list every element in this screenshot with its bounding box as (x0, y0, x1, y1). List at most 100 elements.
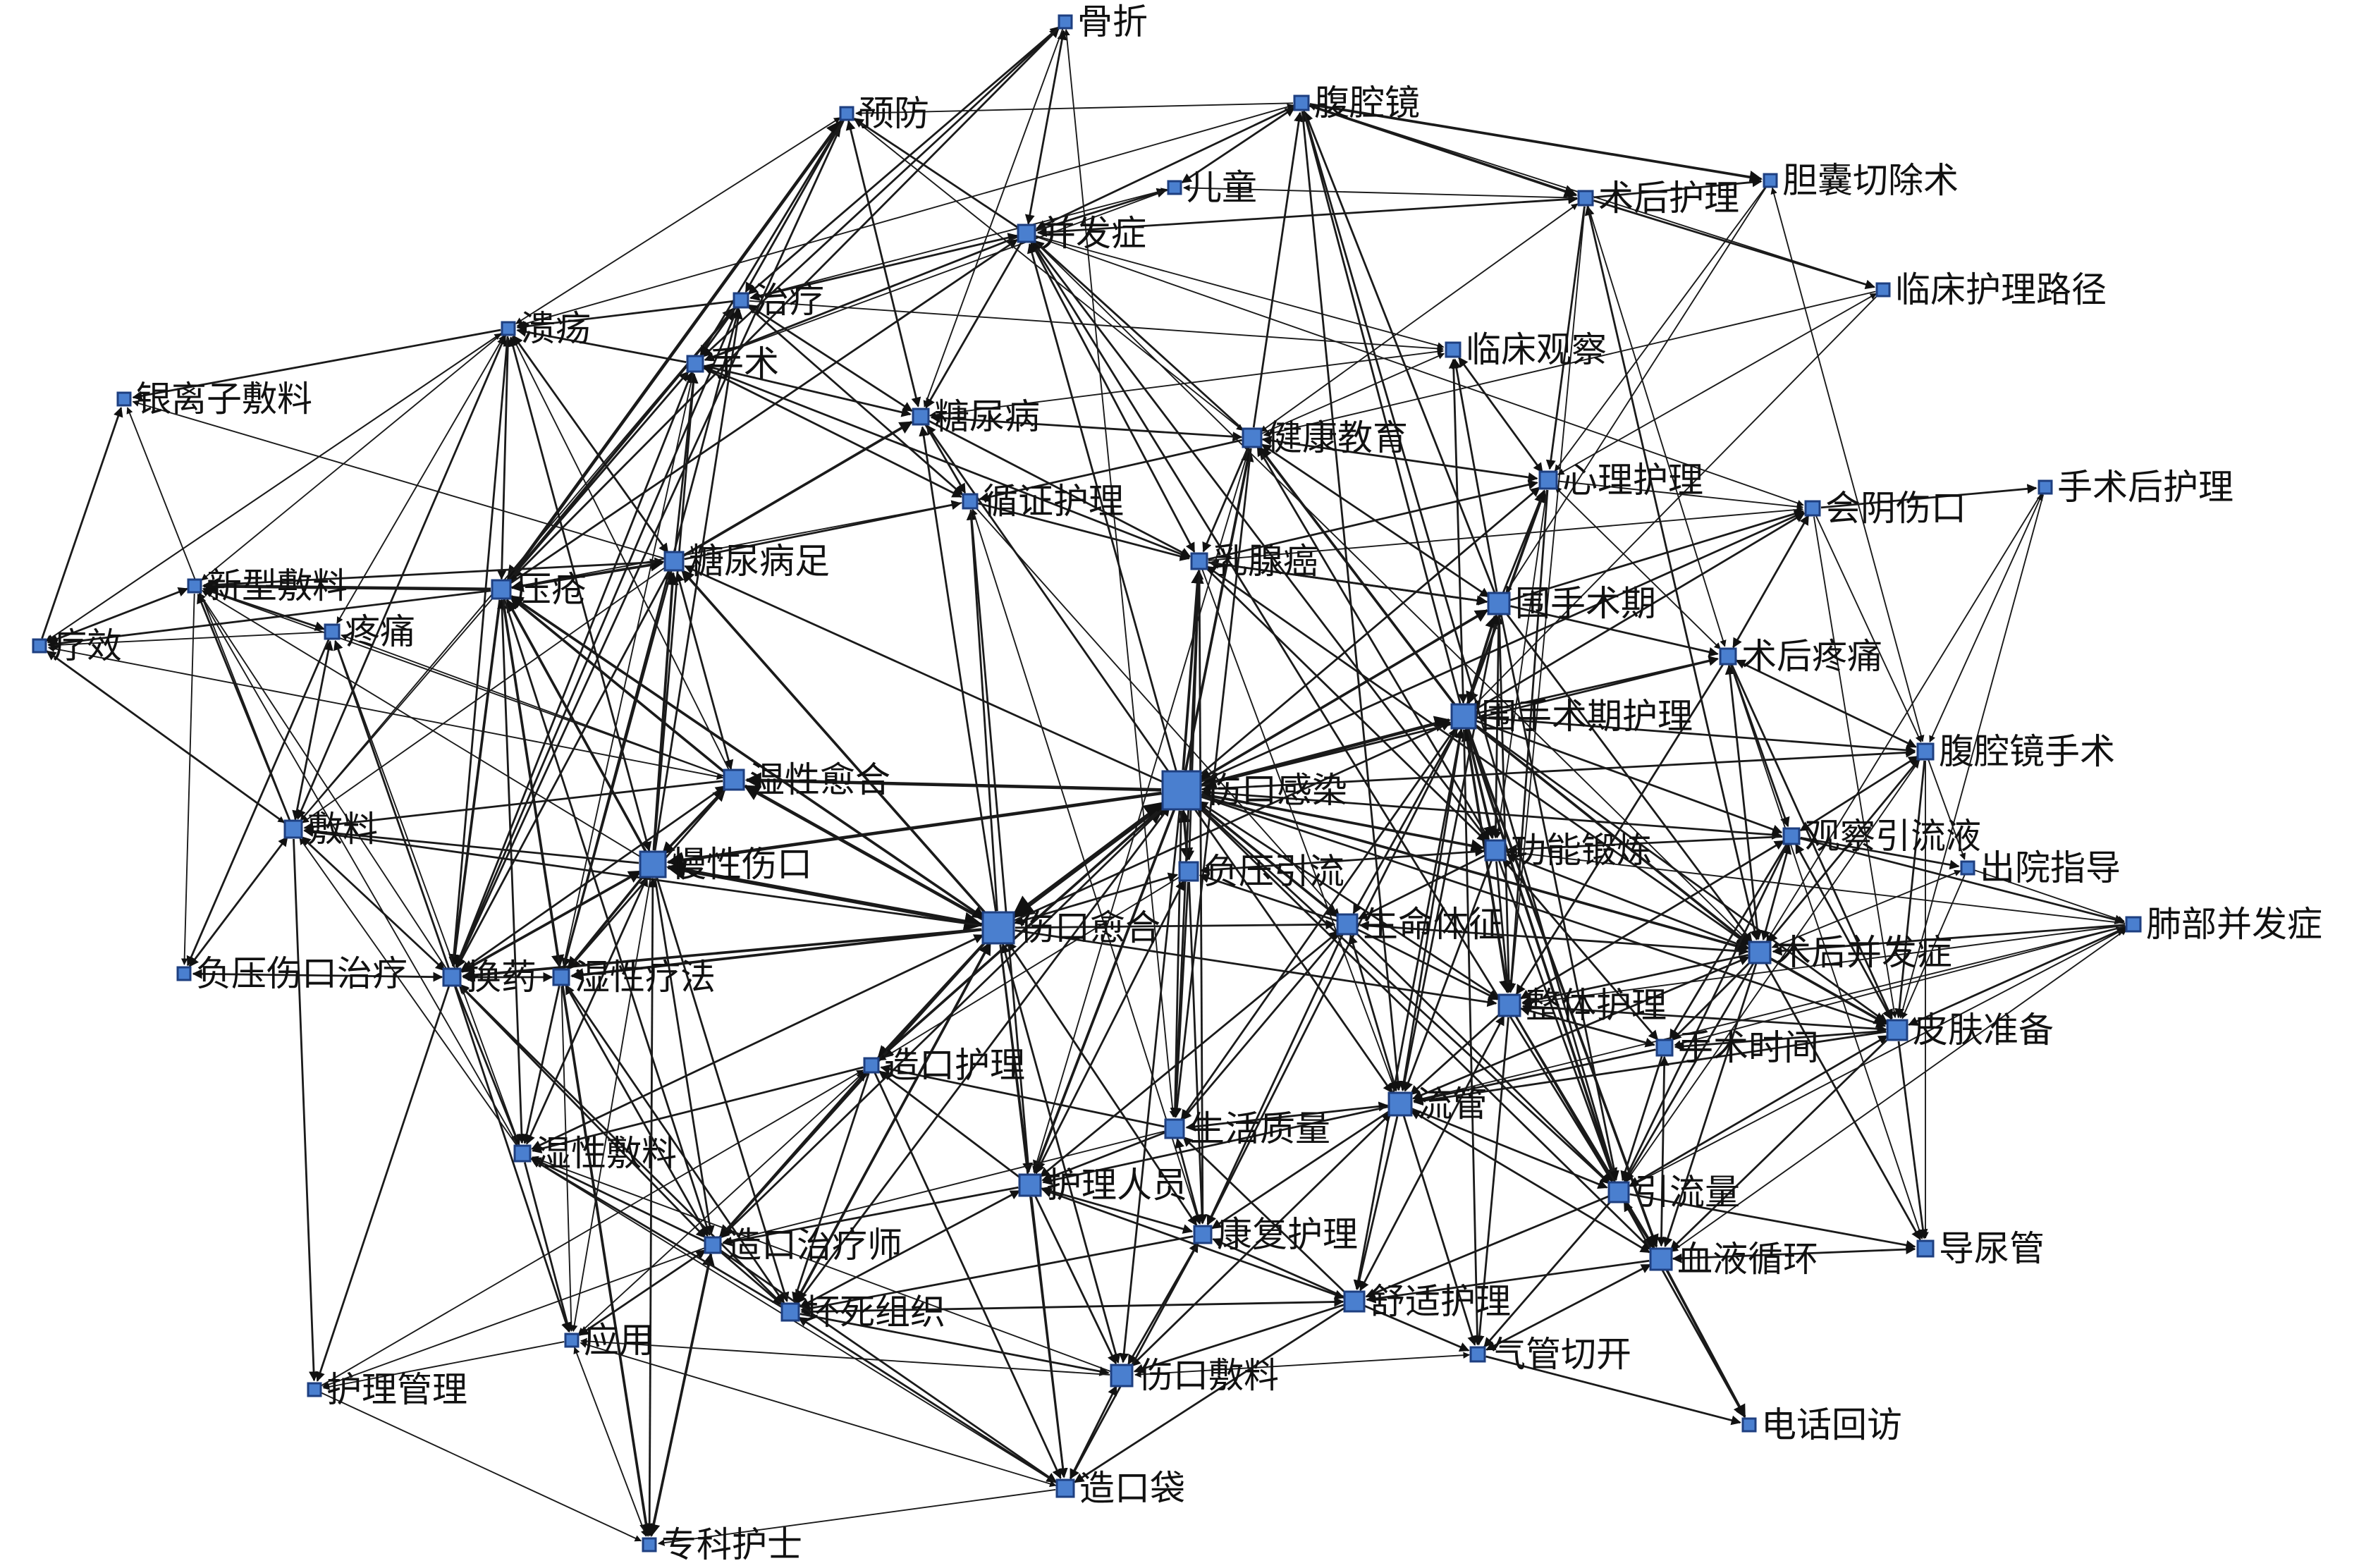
node-box-tengtong[interactable] (324, 623, 341, 640)
node-box-shoushu[interactable] (686, 355, 704, 373)
node-box-daoniaoguan[interactable] (1916, 1239, 1935, 1258)
node-box-dianhua[interactable] (1741, 1417, 1757, 1433)
node-box-shengming[interactable] (1336, 913, 1359, 936)
node-box-zhengti[interactable] (1497, 993, 1521, 1017)
node-box-shixingyuhe[interactable] (723, 768, 745, 791)
node-zaokouhuli[interactable]: 造口护理 (863, 1045, 1025, 1086)
node-box-tangniaobingzu[interactable] (663, 551, 685, 572)
node-box-qiguan[interactable] (1469, 1346, 1486, 1363)
node-jiankangjiaoyu[interactable]: 健康教育 (1242, 417, 1408, 458)
node-box-zaokouhuli[interactable] (863, 1057, 880, 1074)
node-xunzheng[interactable]: 循证护理 (962, 481, 1124, 522)
node-shangkoufuliao[interactable]: 伤口敷料 (1110, 1355, 1279, 1396)
node-linchuangguancha[interactable]: 临床观察 (1445, 329, 1607, 370)
node-zhiliao[interactable]: 治疗 (733, 280, 824, 321)
node-huliren[interactable]: 护理人员 (1018, 1165, 1187, 1206)
node-weishoushuqi[interactable]: 围手术期 (1487, 583, 1656, 624)
node-box-gongneng[interactable] (1484, 839, 1507, 862)
node-ertong[interactable]: 儿童 (1167, 167, 1257, 208)
node-box-liaoxiao[interactable] (32, 638, 47, 654)
node-box-fuqiangjing[interactable] (1293, 94, 1310, 111)
node-shuhouhuli[interactable]: 术后护理 (1577, 178, 1739, 219)
node-kangfu[interactable]: 康复护理 (1193, 1214, 1358, 1255)
node-box-xunzheng[interactable] (962, 493, 979, 510)
node-fuliao[interactable]: 敷料 (283, 809, 378, 850)
node-box-fuqiangjingshoushu[interactable] (1916, 742, 1935, 761)
node-kuiyang[interactable]: 溃疡 (501, 308, 591, 349)
node-linchuanglujing[interactable]: 临床护理路径 (1875, 269, 2107, 310)
node-zaokouzhiliao[interactable]: 造口治疗师 (704, 1225, 902, 1266)
node-box-zaokouzhiliao[interactable] (704, 1236, 722, 1254)
node-huaisi[interactable]: 坏死组织 (780, 1292, 945, 1333)
node-tengtong[interactable]: 疼痛 (324, 611, 415, 652)
node-box-jiankangjiaoyu[interactable] (1242, 427, 1263, 448)
node-box-shangkouganran[interactable] (1161, 770, 1202, 811)
node-yingyong[interactable]: 应用 (564, 1320, 654, 1361)
node-tangniaobingzu[interactable]: 糖尿病足 (663, 541, 830, 582)
node-box-weishoushuqihuli[interactable] (1450, 703, 1477, 730)
node-shushi[interactable]: 舒适护理 (1343, 1281, 1511, 1322)
node-box-shuhoubingfa[interactable] (1748, 941, 1772, 964)
node-weishoushuqihuli[interactable]: 围手术期护理 (1450, 696, 1693, 737)
node-huiyin[interactable]: 会阴伤口 (1804, 488, 1966, 529)
node-box-yufang[interactable] (839, 106, 854, 121)
node-ruxianai[interactable]: 乳腺癌 (1190, 541, 1318, 582)
node-box-fuyayinliu[interactable] (1178, 861, 1199, 882)
node-box-xinlihuli[interactable] (1538, 470, 1558, 490)
node-bingfazheng[interactable]: 并发症 (1017, 213, 1146, 254)
node-box-shushi[interactable] (1343, 1290, 1366, 1313)
node-box-yinliuliang[interactable] (1607, 1181, 1630, 1203)
node-box-shixingfuliao[interactable] (513, 1144, 532, 1163)
node-box-guancha[interactable] (1782, 827, 1801, 845)
node-shixingliaofa[interactable]: 湿性疗法 (552, 957, 716, 998)
node-box-fuyashangkou[interactable] (176, 966, 192, 981)
node-shengming[interactable]: 生命体征 (1336, 904, 1504, 945)
node-feibu[interactable]: 肺部并发症 (2125, 904, 2322, 945)
node-fuqiangjing[interactable]: 腹腔镜 (1293, 82, 1420, 123)
node-shuhoubingfa[interactable]: 术后并发症 (1748, 932, 1952, 973)
node-shixingyuhe[interactable]: 湿性愈合 (723, 759, 890, 800)
node-box-feibu[interactable] (2125, 916, 2142, 933)
node-box-tangniaobing[interactable] (912, 408, 930, 426)
node-box-shuhouhuli[interactable] (1577, 190, 1594, 207)
node-hulimanagement[interactable]: 护理管理 (307, 1369, 467, 1410)
node-yinliuliang[interactable]: 引流量 (1607, 1172, 1740, 1213)
node-box-xinxingfuliao[interactable] (187, 578, 202, 594)
node-guzhe[interactable]: 骨折 (1058, 1, 1148, 42)
node-shoushuhouhuli[interactable]: 手术后护理 (2038, 467, 2234, 508)
node-box-linchuanglujing[interactable] (1875, 282, 1891, 298)
node-box-huliren[interactable] (1018, 1173, 1042, 1197)
node-box-zaokoudai[interactable] (1055, 1478, 1075, 1498)
node-zhengti[interactable]: 整体护理 (1497, 985, 1667, 1026)
node-box-xueye[interactable] (1649, 1247, 1673, 1271)
node-gongneng[interactable]: 功能锻炼 (1484, 830, 1652, 871)
node-box-kangfu[interactable] (1193, 1225, 1213, 1244)
node-box-ertong[interactable] (1167, 180, 1182, 195)
node-box-shuhoutengtong[interactable] (1719, 647, 1737, 666)
node-box-zhuanke[interactable] (642, 1537, 657, 1552)
node-box-shenghuo[interactable] (1164, 1118, 1185, 1139)
node-box-manxing[interactable] (639, 850, 667, 878)
node-box-shangkoufuliao[interactable] (1110, 1364, 1134, 1388)
node-huanyao[interactable]: 换药 (442, 957, 537, 998)
node-box-shixingliaofa[interactable] (552, 968, 570, 986)
node-liuguan[interactable]: 流管 (1387, 1084, 1488, 1125)
node-box-fuliao[interactable] (283, 819, 303, 839)
node-dianhua[interactable]: 电话回访 (1741, 1404, 1902, 1445)
node-box-shoushushijian[interactable] (1655, 1039, 1674, 1057)
node-box-huanyao[interactable] (442, 967, 462, 987)
node-shangkouganran[interactable]: 伤口感染 (1161, 770, 1347, 811)
node-tangniaobing[interactable]: 糖尿病 (912, 396, 1040, 437)
node-chuyuan[interactable]: 出院指导 (1960, 847, 2121, 888)
node-box-dannang[interactable] (1763, 173, 1778, 188)
node-zaokoudai[interactable]: 造口袋 (1055, 1468, 1185, 1509)
node-fuqiangjingshoushu[interactable]: 腹腔镜手术 (1916, 731, 2115, 772)
node-yachuang[interactable]: 压疮 (491, 569, 587, 610)
node-box-guzhe[interactable] (1058, 14, 1073, 30)
node-xinxingfuliao[interactable]: 新型敷料 (187, 565, 348, 606)
node-shoushushijian[interactable]: 手术时间 (1655, 1027, 1819, 1068)
node-box-pifu[interactable] (1886, 1019, 1908, 1041)
node-box-ruxianai[interactable] (1190, 552, 1208, 570)
node-box-yinlizi[interactable] (116, 391, 132, 407)
node-box-zhiliao[interactable] (733, 292, 749, 309)
